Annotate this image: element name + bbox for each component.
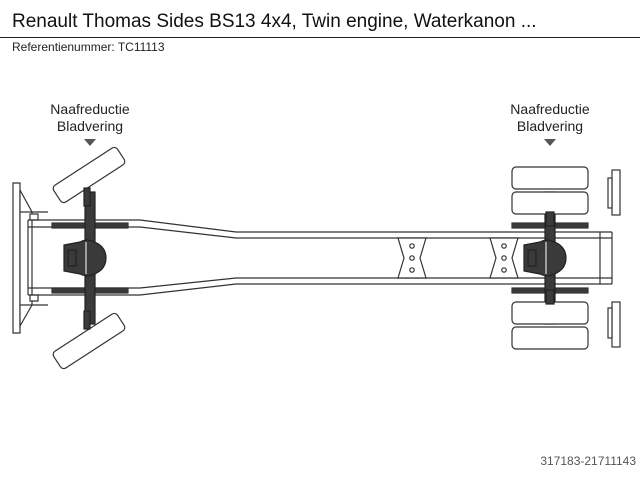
- front-label-arrow-icon: [84, 139, 96, 146]
- front-axle: [51, 191, 129, 325]
- front-wheel-top: [52, 146, 126, 207]
- rear-end-plate: [599, 169, 621, 348]
- front-axle-label-line2: Bladvering: [56, 118, 124, 134]
- front-bumper: [12, 182, 48, 334]
- front-wheel-bottom: [52, 310, 126, 370]
- header-divider: [0, 37, 640, 38]
- rear-axle-label-line2: Bladvering: [516, 118, 584, 134]
- rear-axle-label-line1: Naafreductie: [510, 101, 590, 117]
- rear-axle-label: Naafreductie Bladvering: [490, 101, 610, 135]
- front-axle-label-line1: Naafreductie: [50, 101, 130, 117]
- cross-member-rear: [489, 237, 519, 279]
- rear-label-arrow-icon: [544, 139, 556, 146]
- cross-member-mid: [397, 237, 427, 279]
- rear-wheel-inner-bottom: [511, 301, 589, 325]
- footer-id: 317183-21711143: [540, 454, 636, 468]
- page-title: Renault Thomas Sides BS13 4x4, Twin engi…: [12, 11, 537, 32]
- reference-number: Referentienummer: TC11113: [12, 40, 165, 54]
- rear-wheel-outer-bottom: [511, 326, 589, 350]
- rear-wheel-outer-top: [511, 166, 589, 190]
- rear-wheel-inner-top: [511, 191, 589, 215]
- front-axle-label: Naafreductie Bladvering: [30, 101, 150, 135]
